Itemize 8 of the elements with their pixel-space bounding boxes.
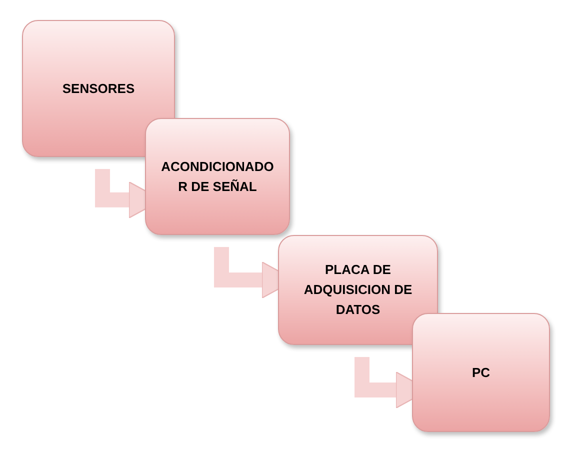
process-box: [145, 118, 290, 235]
process-box: [22, 20, 175, 157]
box-label: SENSORES: [61, 80, 136, 98]
box-label: ACONDICIONADOR DE SEÑAL: [160, 158, 275, 196]
box-label: PLACA DE ADQUISICION DE DATOS: [302, 261, 414, 319]
process-box: [412, 313, 550, 432]
box-label: PC: [470, 364, 492, 382]
process-box: [278, 235, 438, 345]
